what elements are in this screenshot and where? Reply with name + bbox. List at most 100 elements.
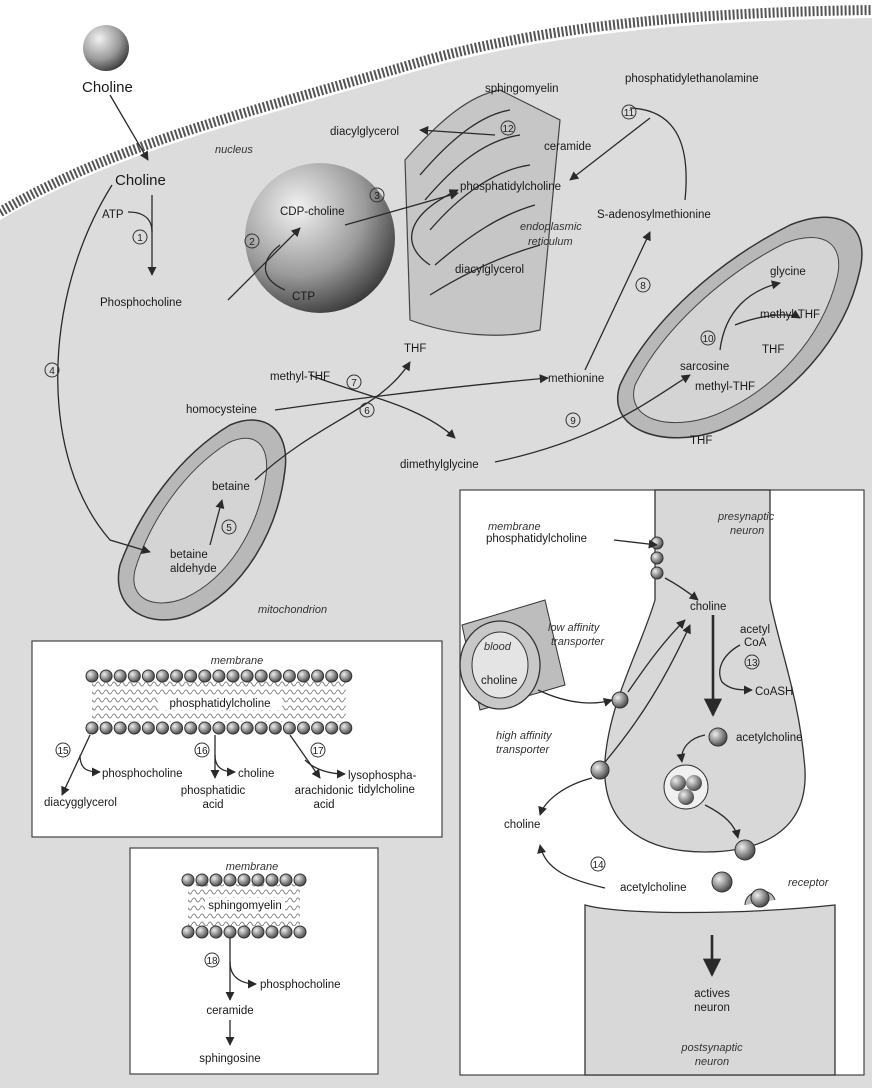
- step-16-label: 16: [196, 746, 208, 757]
- lipid-head: [340, 722, 352, 734]
- label-methyl-thf-r1: methyl-THF: [760, 309, 820, 321]
- low-affinity-transporter-icon: [612, 692, 628, 708]
- label-cdp-choline: CDP-choline: [280, 206, 345, 218]
- lipid-head: [224, 926, 236, 938]
- neuron-membrane-pc-1: membrane: [488, 521, 541, 533]
- label-ctp: CTP: [292, 291, 315, 303]
- label-glycine: glycine: [770, 266, 806, 278]
- lipid-head: [241, 670, 253, 682]
- lipid-head: [298, 722, 310, 734]
- label-sphingomyelin: sphingomyelin: [485, 83, 559, 95]
- lipid-head: [238, 874, 250, 886]
- neuron-choline-top: choline: [690, 601, 726, 613]
- step-2-label: 2: [249, 237, 255, 248]
- step-11-label: 11: [624, 108, 635, 119]
- label-methyl-thf-center: methyl-THF: [270, 371, 330, 383]
- lipid-head: [227, 670, 239, 682]
- lipid-head: [312, 722, 324, 734]
- nucleus: [245, 163, 395, 313]
- lipid-head: [326, 670, 338, 682]
- lipid-head: [114, 670, 126, 682]
- neuron-receptor: receptor: [788, 877, 830, 889]
- lipid-head: [213, 670, 225, 682]
- neuron-coash: CoASH: [755, 686, 793, 698]
- label-ceramide: ceramide: [544, 141, 591, 153]
- neuron-presynaptic-1: presynaptic: [717, 511, 775, 523]
- step-15-label: 15: [57, 746, 69, 757]
- lipid-head: [171, 722, 183, 734]
- label-thf-r2: THF: [690, 435, 712, 447]
- step-13-label: 13: [746, 658, 758, 669]
- neuron-acetylcholine-cleft: acetylcholine: [620, 882, 686, 894]
- neuron-actives-2: neuron: [694, 1002, 730, 1014]
- lipid-head: [252, 926, 264, 938]
- step-12-label: 12: [502, 124, 514, 135]
- neuron-actives-1: actives: [694, 988, 730, 1000]
- label-dimethylglycine: dimethylglycine: [400, 459, 479, 471]
- panel1-lyso-2: tidylcholine: [358, 784, 415, 796]
- step-14-label: 14: [592, 860, 604, 871]
- panel1-lyso-1: lysophospha-: [348, 770, 417, 782]
- label-phosphocholine: Phosphocholine: [100, 297, 182, 309]
- lipid-head: [114, 722, 126, 734]
- step-17-label: 17: [312, 746, 324, 757]
- neuron-choline-blood: choline: [481, 675, 517, 687]
- lipid-head: [86, 670, 98, 682]
- label-thf-r1: THF: [762, 344, 784, 356]
- step-4-label: 4: [49, 366, 55, 377]
- lipid-head: [280, 926, 292, 938]
- membrane-pc-heads: [651, 537, 663, 579]
- step-1-label: 1: [137, 233, 143, 244]
- panel1-choline: choline: [238, 768, 274, 780]
- lipid-head: [182, 926, 194, 938]
- lipid-head: [340, 670, 352, 682]
- lipid-head: [283, 722, 295, 734]
- step-6-label: 6: [364, 406, 370, 417]
- neuron-low-affinity-1: low affinity: [548, 622, 601, 634]
- lipid-head: [142, 722, 154, 734]
- lipid-head: [210, 926, 222, 938]
- lipid-head: [171, 670, 183, 682]
- panel1-diacylglycerol: diacygglycerol: [44, 797, 117, 809]
- lipid-head: [224, 874, 236, 886]
- arrow-choline-entry: [110, 95, 148, 160]
- lipid-head: [86, 722, 98, 734]
- neuron-choline-left: choline: [504, 819, 540, 831]
- panel1-phosphatidic-1: phosphatidic: [181, 785, 246, 797]
- neuron-low-affinity-2: transporter: [551, 636, 606, 648]
- step-7-label: 7: [351, 378, 357, 389]
- label-choline-outside: Choline: [82, 79, 133, 96]
- lipid-head: [182, 874, 194, 886]
- lipid-head: [326, 722, 338, 734]
- label-methyl-thf-r2: methyl-THF: [695, 381, 755, 393]
- neuron-acetyl-coa-2: CoA: [744, 637, 767, 649]
- label-betaine-aldehyde-2: aldehyde: [170, 563, 217, 575]
- lipid-head: [294, 874, 306, 886]
- neuron-acetyl-coa-1: acetyl: [740, 624, 770, 636]
- high-affinity-transporter-icon: [591, 761, 609, 779]
- label-methionine: methionine: [548, 373, 604, 385]
- lipid-head: [100, 722, 112, 734]
- panel2-title: membrane: [226, 861, 279, 873]
- neuron-postsynaptic-2: neuron: [695, 1056, 729, 1068]
- panel1-phosphocholine: phosphocholine: [102, 768, 183, 780]
- panel-neuron: 13 14 membrane phosphatidylcholine presy…: [460, 490, 864, 1075]
- label-mitochondrion: mitochondrion: [258, 604, 327, 616]
- step-5-label: 5: [226, 523, 232, 534]
- label-er-2: reticulum: [528, 236, 573, 248]
- lipid-head: [255, 670, 267, 682]
- panel2-ceramide: ceramide: [206, 1005, 253, 1017]
- label-sam: S-adenosylmethionine: [597, 209, 711, 221]
- lipid-head: [252, 874, 264, 886]
- label-thf-center: THF: [404, 343, 426, 355]
- lipid-head: [196, 874, 208, 886]
- label-choline-inside: Choline: [115, 172, 166, 189]
- lipid-head: [128, 670, 140, 682]
- lipid-head: [255, 722, 267, 734]
- acetylcholine-molecule-icon: [709, 728, 727, 746]
- lipid-head: [266, 926, 278, 938]
- released-acetylcholine-2: [712, 872, 732, 892]
- lipid-head: [157, 722, 169, 734]
